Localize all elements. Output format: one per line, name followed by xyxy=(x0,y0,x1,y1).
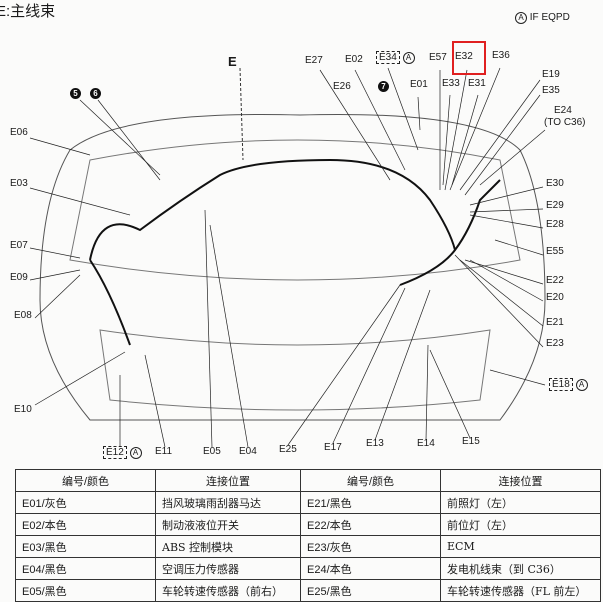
grille-outline xyxy=(99,329,491,411)
label-e24: E24 xyxy=(554,105,572,116)
label-e08: E08 xyxy=(14,310,32,321)
label-e06: E06 xyxy=(10,127,28,138)
label-e05: E05 xyxy=(203,446,221,457)
main-harness-arrow xyxy=(239,67,244,161)
label-e10: E10 xyxy=(14,404,32,415)
label-e36: E36 xyxy=(492,50,510,61)
label-e21: E21 xyxy=(546,317,564,328)
label-e09: E09 xyxy=(10,272,28,283)
label-e20: E20 xyxy=(546,292,564,303)
cell-number-color: E21/黑色 xyxy=(300,491,441,514)
table-header-row: 编号/颜色 连接位置 编号/颜色 连接位置 xyxy=(15,469,601,492)
label-e35: E35 xyxy=(542,85,560,96)
note-text: IF EQPD xyxy=(529,12,570,23)
optional-equipment-note: A IF EQPD xyxy=(515,12,570,24)
label-e30: E30 xyxy=(546,178,564,189)
cell-number-color: E23/灰色 xyxy=(300,535,441,558)
label-e23: E23 xyxy=(546,338,564,349)
cell-location: 空调压力传感器 xyxy=(155,557,301,580)
cell-location: ECM xyxy=(440,535,601,558)
hood-outline xyxy=(69,139,521,281)
main-harness-line xyxy=(89,158,457,286)
cell-location: 车轮转速传感器（前右） xyxy=(155,579,301,602)
cell-location: 制动液液位开关 xyxy=(155,513,301,536)
header-location: 连接位置 xyxy=(155,469,301,492)
label-e27: E27 xyxy=(305,55,323,66)
callout-7: 7 xyxy=(378,81,389,92)
label-e07: E07 xyxy=(10,240,28,251)
cell-number-color: E04/黑色 xyxy=(15,557,156,580)
car-harness-drawing xyxy=(29,67,546,448)
cell-number-color: E24/本色 xyxy=(300,557,441,580)
header-number-color: 编号/颜色 xyxy=(300,469,441,492)
label-e15: E15 xyxy=(462,436,480,447)
car-body-outline xyxy=(39,113,546,421)
cell-number-color: E02/本色 xyxy=(15,513,156,536)
label-e12: E12 A xyxy=(103,446,142,459)
highlight-box xyxy=(452,41,486,75)
label-e55: E55 xyxy=(546,246,564,257)
circle-a-symbol: A xyxy=(129,447,142,459)
header-location: 连接位置 xyxy=(440,469,601,492)
page-title: E:主线束 xyxy=(0,3,56,20)
harness-branch-right xyxy=(454,179,501,251)
label-e24-note: (TO C36) xyxy=(544,117,586,128)
cell-location: 车轮转速传感器（FL 前左） xyxy=(440,579,601,602)
label-e31: E31 xyxy=(468,78,486,89)
circle-a-symbol: A xyxy=(575,379,588,391)
cell-number-color: E03/黑色 xyxy=(15,535,156,558)
cell-location: 挡风玻璃雨刮器马达 xyxy=(155,491,301,514)
label-e33: E33 xyxy=(442,78,460,89)
label-e29: E29 xyxy=(546,200,564,211)
callout-5: 5 xyxy=(70,88,81,99)
circle-a-symbol: A xyxy=(515,12,527,24)
label-e18: E18 A xyxy=(549,378,588,391)
harness-branch xyxy=(89,259,131,346)
cell-number-color: E22/本色 xyxy=(300,513,441,536)
cell-location: 发电机线束（到 C36） xyxy=(440,557,601,580)
cell-location: 前位灯（左） xyxy=(440,513,601,536)
label-e34: E34 A xyxy=(376,51,415,64)
label-e01: E01 xyxy=(410,79,428,90)
label-e22: E22 xyxy=(546,275,564,286)
label-e19: E19 xyxy=(542,69,560,80)
header-number-color: 编号/颜色 xyxy=(15,469,156,492)
label-e04: E04 xyxy=(239,446,257,457)
label-e02: E02 xyxy=(345,54,363,65)
leader-lines xyxy=(29,67,546,448)
cell-location: 前照灯（左） xyxy=(440,491,601,514)
label-e03: E03 xyxy=(10,178,28,189)
label-e13: E13 xyxy=(366,438,384,449)
label-e17: E17 xyxy=(324,442,342,453)
label-e11: E11 xyxy=(155,446,173,457)
table-row: E05/黑色车轮转速传感器（前右）E25/黑色车轮转速传感器（FL 前左） xyxy=(15,579,601,602)
main-harness-label: E xyxy=(228,54,237,69)
cell-number-color: E01/灰色 xyxy=(15,491,156,514)
callout-6: 6 xyxy=(90,88,101,99)
label-e25: E25 xyxy=(279,444,297,455)
cell-number-color: E25/黑色 xyxy=(300,579,441,602)
circle-a-symbol: A xyxy=(402,52,415,64)
label-e57: E57 xyxy=(429,52,447,63)
label-e28: E28 xyxy=(546,219,564,230)
cell-number-color: E05/黑色 xyxy=(15,579,156,602)
label-e32: E32 xyxy=(455,51,473,62)
label-e26: E26 xyxy=(333,81,351,92)
cell-location: ABS 控制模块 xyxy=(155,535,301,558)
label-e14: E14 xyxy=(417,438,435,449)
